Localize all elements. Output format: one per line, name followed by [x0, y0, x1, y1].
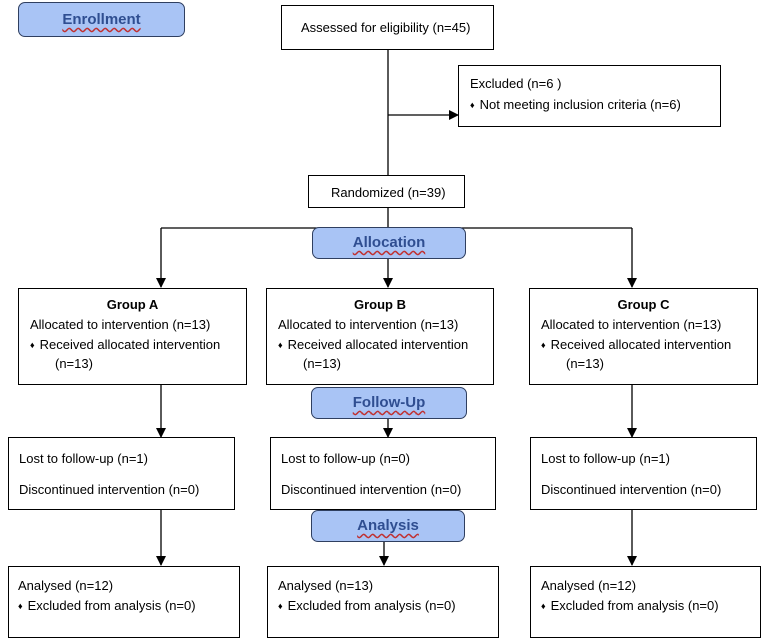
group-b-allocated: Allocated to intervention (n=13) — [278, 317, 459, 332]
stage-analysis: Analysis — [311, 510, 465, 542]
group-a-allocated: Allocated to intervention (n=13) — [30, 317, 211, 332]
group-a-allocation-box: Group A Allocated to intervention (n=13)… — [18, 288, 247, 385]
group-c-received-item: Received allocated intervention — [541, 336, 757, 355]
stage-allocation: Allocation — [312, 227, 466, 259]
group-b-discontinued: Discontinued intervention (n=0) — [281, 482, 462, 497]
group-c-lost: Lost to follow-up (n=1) — [541, 451, 670, 466]
group-b-excluded-analysis: Excluded from analysis (n=0) — [287, 598, 456, 613]
stage-analysis-label: Analysis — [357, 517, 419, 534]
group-b-lost: Lost to follow-up (n=0) — [281, 451, 410, 466]
group-a-received: Received allocated intervention — [39, 337, 221, 352]
group-b-title: Group B — [354, 297, 406, 312]
randomized-text: Randomized (n=39) — [331, 185, 446, 200]
group-a-received-n: (n=13) — [55, 356, 93, 371]
group-b-analysis-box: Analysed (n=13) Excluded from analysis (… — [267, 566, 499, 638]
stage-allocation-label: Allocation — [352, 234, 426, 251]
excluded-box: Excluded (n=6 ) Not meeting inclusion cr… — [458, 65, 721, 127]
assessed-text: Assessed for eligibility (n=45) — [301, 20, 471, 35]
bullet-icon — [541, 598, 551, 613]
bullet-icon — [18, 598, 28, 613]
group-b-received: Received allocated intervention — [287, 337, 469, 352]
bullet-icon — [30, 337, 40, 352]
randomized-box: Randomized (n=39) — [308, 175, 465, 208]
group-c-received: Received allocated intervention — [550, 337, 732, 352]
group-c-title: Group C — [617, 297, 670, 312]
group-b-allocation-box: Group B Allocated to intervention (n=13)… — [266, 288, 494, 385]
stage-enrollment-label: Enrollment — [62, 11, 141, 28]
group-b-received-item: Received allocated intervention — [278, 336, 493, 355]
group-a-analysis-box: Analysed (n=12) Excluded from analysis (… — [8, 566, 240, 638]
group-c-analysis-box: Analysed (n=12) Excluded from analysis (… — [530, 566, 761, 638]
bullet-icon — [278, 337, 288, 352]
group-a-discontinued: Discontinued intervention (n=0) — [19, 482, 200, 497]
group-b-received-n: (n=13) — [303, 356, 341, 371]
group-a-lost: Lost to follow-up (n=1) — [19, 451, 148, 466]
group-c-followup-box: Lost to follow-up (n=1) Discontinued int… — [530, 437, 757, 510]
group-a-title: Group A — [106, 297, 159, 312]
group-a-excluded-analysis-item: Excluded from analysis (n=0) — [18, 597, 239, 616]
bullet-icon — [470, 97, 480, 112]
bullet-icon — [541, 337, 551, 352]
group-a-received-item: Received allocated intervention — [30, 336, 246, 355]
group-c-allocated: Allocated to intervention (n=13) — [541, 317, 722, 332]
group-a-analysed: Analysed (n=12) — [18, 578, 114, 593]
group-c-discontinued: Discontinued intervention (n=0) — [541, 482, 722, 497]
stage-follow-up-label: Follow-Up — [352, 394, 426, 411]
group-c-excluded-analysis: Excluded from analysis (n=0) — [550, 598, 719, 613]
group-c-received-n: (n=13) — [566, 356, 604, 371]
excluded-reason-item: Not meeting inclusion criteria (n=6) — [470, 96, 720, 115]
group-c-analysed: Analysed (n=12) — [541, 578, 637, 593]
stage-follow-up: Follow-Up — [311, 387, 467, 419]
group-a-excluded-analysis: Excluded from analysis (n=0) — [27, 598, 196, 613]
stage-enrollment: Enrollment — [18, 2, 185, 37]
group-b-followup-box: Lost to follow-up (n=0) Discontinued int… — [270, 437, 496, 510]
bullet-icon — [278, 598, 288, 613]
group-c-allocation-box: Group C Allocated to intervention (n=13)… — [529, 288, 758, 385]
excluded-title: Excluded (n=6 ) — [470, 76, 562, 91]
group-a-followup-box: Lost to follow-up (n=1) Discontinued int… — [8, 437, 235, 510]
assessed-box: Assessed for eligibility (n=45) — [281, 5, 494, 50]
excluded-reason-text: Not meeting inclusion criteria (n=6) — [479, 97, 681, 112]
group-b-analysed: Analysed (n=13) — [278, 578, 374, 593]
group-c-excluded-analysis-item: Excluded from analysis (n=0) — [541, 597, 760, 616]
group-b-excluded-analysis-item: Excluded from analysis (n=0) — [278, 597, 498, 616]
